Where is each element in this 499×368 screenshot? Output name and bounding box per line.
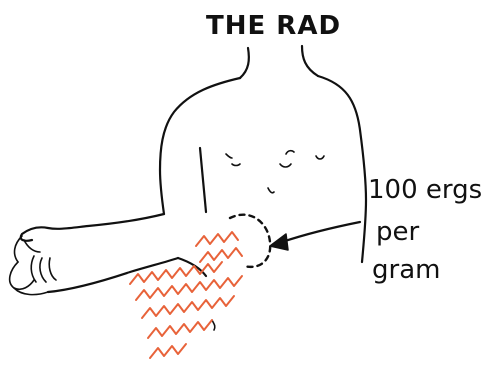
radiation-wave-1 bbox=[130, 262, 222, 284]
radiation-icon bbox=[130, 232, 242, 358]
diagram-title: THE RAD bbox=[206, 11, 341, 41]
arrow-left-icon bbox=[270, 222, 360, 250]
radiation-wave-2 bbox=[136, 276, 242, 300]
radiation-wave-3 bbox=[142, 296, 234, 318]
dose-label-line-1: 100 ergs bbox=[368, 175, 482, 205]
dose-label-line-3: gram bbox=[372, 255, 440, 285]
radiation-wave-4 bbox=[148, 320, 212, 338]
radiation-wave-5 bbox=[150, 344, 186, 358]
radiation-wave-7 bbox=[196, 232, 238, 246]
radiation-wave-6 bbox=[200, 248, 242, 262]
target-region-icon bbox=[230, 215, 270, 267]
dose-label-line-2: per bbox=[376, 217, 420, 247]
